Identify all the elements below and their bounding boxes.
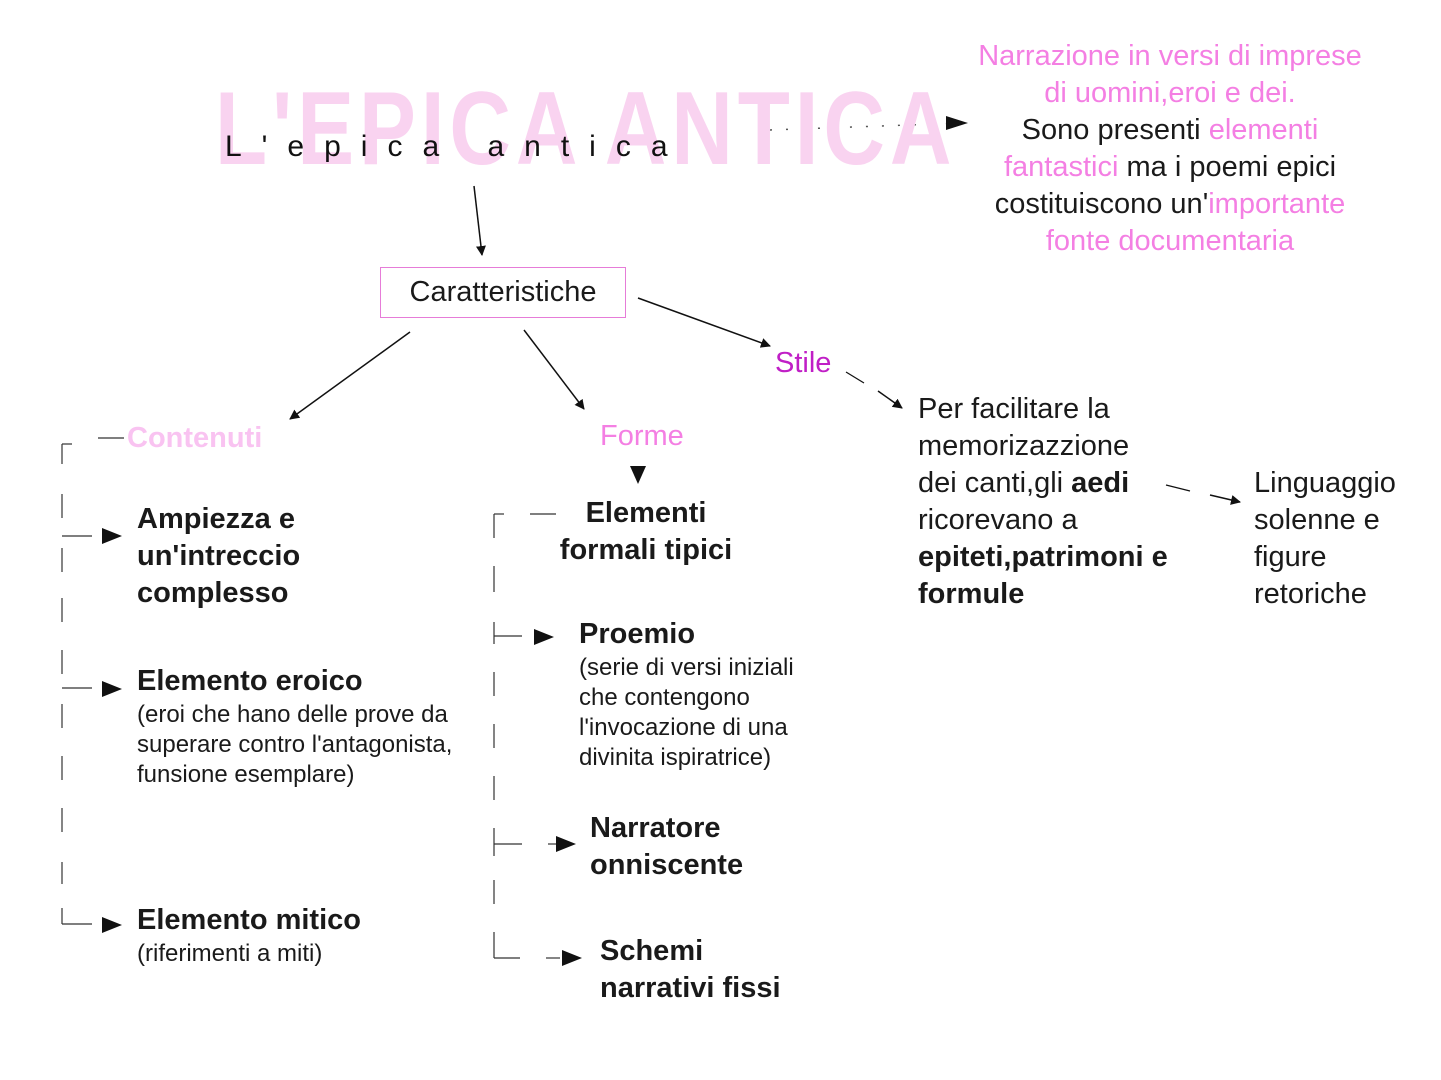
caratteristiche-label: Caratteristiche [409, 276, 597, 308]
stile-description: Per facilitare la memorizazzione dei can… [918, 391, 1168, 613]
forme-subheader: Elementi formali tipici [559, 497, 733, 566]
definition-span: costituiscono un' [994, 188, 1209, 220]
definition-line: costituiscono un'importante [940, 186, 1400, 223]
stile-text: ricorevano a [918, 504, 1078, 536]
to-stile-arrow [637, 297, 771, 348]
forme-bracket [493, 513, 560, 959]
to-forme-arrow [523, 329, 585, 410]
definition-span: ma i poemi epici [1118, 151, 1337, 183]
definition-line: di uomini,eroi e dei. [1044, 77, 1296, 109]
contenuti-item-2-title: Elemento eroico [137, 665, 363, 697]
contenuti-item-3-detail: (riferimenti a miti) [137, 940, 323, 967]
stile-bold-aedi: aedi [1071, 467, 1130, 499]
forme-item-1-title: Proemio [579, 618, 696, 650]
definition-highlight: importante [1208, 188, 1346, 220]
stile-result: Linguaggio solenne e figure retoriche [1254, 467, 1396, 610]
forme-header: Forme [600, 420, 684, 452]
definition-line: Narrazione in versi di imprese [978, 40, 1362, 72]
definition-highlight: fantastici [1003, 151, 1119, 183]
contenuti-item-2-detail: (eroi che hano delle prove da superare c… [137, 701, 453, 788]
forme-item-2-title: Narratore onniscente [590, 812, 744, 881]
forme-down-arrow [630, 466, 646, 484]
definition-line: fonte documentaria [1045, 225, 1295, 257]
definition-line: Sono presenti elementi [940, 112, 1400, 149]
title-decorative: L'EPICA ANTICA [215, 71, 957, 187]
definition-highlight: elementi [1208, 114, 1319, 146]
forme-item-1-detail: (serie di versi iniziali che contengono … [579, 654, 794, 771]
definition-text: Narrazione in versi di imprese di uomini… [940, 38, 1400, 260]
definition-line: fantastici ma i poemi epici [940, 149, 1400, 186]
definition-span: Sono presenti [1021, 114, 1209, 146]
caratteristiche-node: Caratteristiche [380, 267, 626, 318]
title-to-caratteristiche-arrow [473, 185, 486, 256]
stile-header: Stile [775, 347, 832, 379]
stile-to-description-arrow [877, 390, 903, 409]
arrow-head [946, 116, 968, 130]
forme-item-3-title: Schemi narrativi fissi [600, 935, 781, 1004]
title-main: L'epica antica [225, 130, 688, 163]
to-contenuti-arrow [289, 331, 411, 420]
title-to-definition-arrow [769, 122, 965, 131]
contenuti-bracket [61, 437, 124, 925]
contenuti-item-3-title: Elemento mitico [137, 904, 361, 936]
to-linguaggio-arrow [1209, 494, 1241, 505]
stile-bold-epiteti: epiteti,patrimoni e formule [918, 541, 1168, 610]
contenuti-item-1-title: Ampiezza e un'intreccio complesso [137, 503, 301, 609]
contenuti-header: Contenuti [127, 422, 263, 454]
stile-text: Per facilitare la memorizazzione dei can… [918, 393, 1130, 499]
